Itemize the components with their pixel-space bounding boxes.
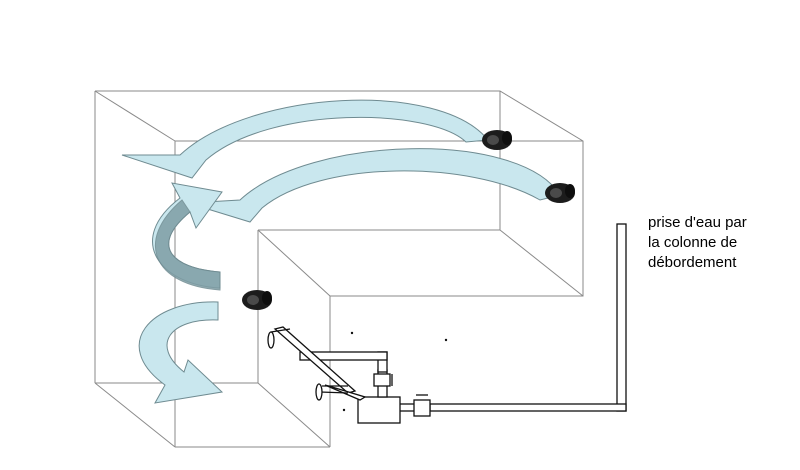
pump-right (545, 183, 575, 203)
overflow-annotation: prise d'eau par la colonne de débordemen… (648, 214, 747, 271)
plumbing (267, 223, 627, 424)
annotation-line-2: la colonne de (648, 234, 737, 251)
union-fitting (413, 399, 431, 417)
drain-pipe (429, 403, 627, 412)
pump-left (242, 290, 272, 310)
return-nozzle-top (267, 331, 275, 349)
annotation-line-1: prise d'eau par (648, 214, 747, 231)
flow-arrow-middle (187, 148, 561, 223)
flow-arrow-top (121, 99, 489, 179)
pump-top-right (482, 130, 512, 150)
flow-arrow-spiral-lower (138, 301, 224, 404)
overflow-column (616, 223, 627, 412)
annotation-line-3: débordement (648, 254, 737, 271)
valve (373, 373, 391, 387)
return-pump (357, 396, 401, 424)
flow-arrow-spiral-back (155, 199, 221, 291)
flow-arrows (121, 99, 561, 404)
return-nozzle-bottom (315, 383, 323, 401)
